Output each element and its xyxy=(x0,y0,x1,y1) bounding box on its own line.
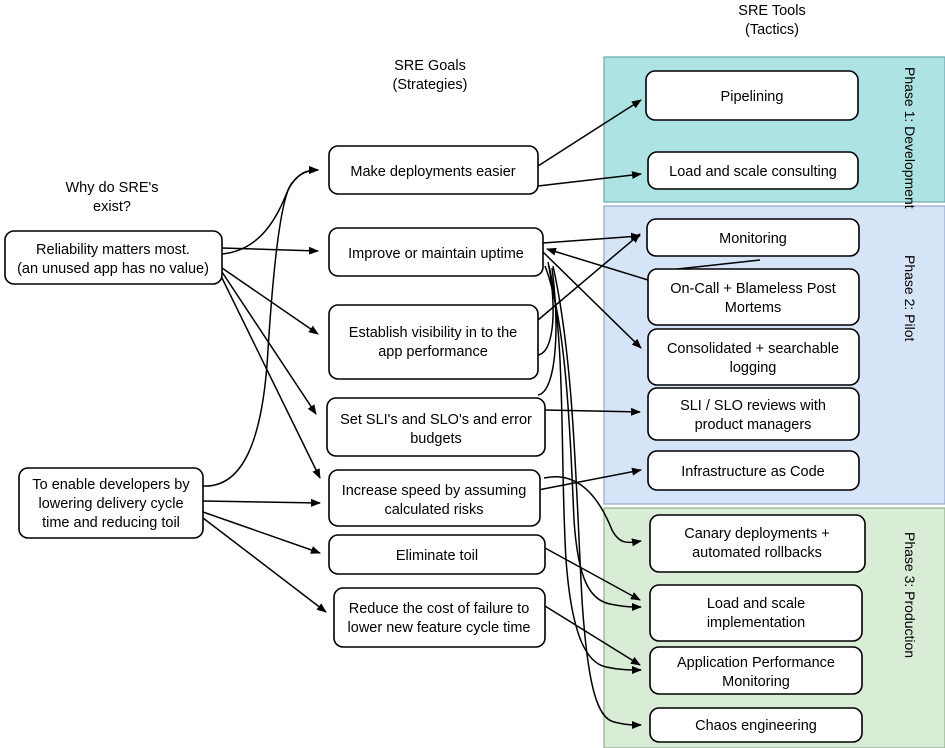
goal-speed[interactable]: Increase speed by assuming calculated ri… xyxy=(328,469,541,527)
tool-logging-line2: logging xyxy=(730,360,777,376)
goal-sli-slo-line2: budgets xyxy=(410,431,462,447)
edge-reliability-to-uptime xyxy=(221,246,319,255)
tool-iac[interactable]: Infrastructure as Code xyxy=(647,450,860,491)
tool-load-scale-impl-line1: Load and scale xyxy=(707,596,805,612)
goal-toil[interactable]: Eliminate toil xyxy=(328,534,546,575)
phase-3-label: Phase 3: Production xyxy=(902,532,918,658)
tool-sli-slo-reviews-line1: SLI / SLO reviews with xyxy=(680,398,826,414)
edge-deployments-to-pipelining xyxy=(537,99,642,167)
edge-toil-to-load-scale-impl xyxy=(544,547,641,601)
tool-monitoring-line1: Monitoring xyxy=(719,231,787,247)
edge-deployments-to-load-scale-consulting xyxy=(537,171,642,187)
driver-reliability-line1: Reliability matters most. xyxy=(36,242,190,258)
tool-sli-slo-reviews-line2: product managers xyxy=(695,417,812,433)
goal-boxes: Make deployments easier Improve or maint… xyxy=(326,145,546,648)
edge-uptime-to-chaos-curve xyxy=(552,265,642,729)
tools-title-line1: SRE Tools xyxy=(738,3,805,19)
driver-reliability[interactable]: Reliability matters most. (an unused app… xyxy=(4,230,223,285)
goal-cost-failure-line2: lower new feature cycle time xyxy=(348,620,531,636)
driver-developers-line2: lowering delivery cycle xyxy=(38,496,183,512)
tool-canary[interactable]: Canary deployments + automated rollbacks xyxy=(649,514,866,573)
edge-reliability-to-deployments xyxy=(221,166,319,255)
edge-oncall-to-uptime xyxy=(546,247,649,281)
goal-visibility-line1: Establish visibility in to the xyxy=(349,325,517,341)
goal-toil-line1: Eliminate toil xyxy=(396,548,478,564)
tool-canary-line2: automated rollbacks xyxy=(692,545,822,561)
phase-1-tools: Pipelining Load and scale consulting Pha… xyxy=(645,67,918,209)
tool-load-scale-consulting-line1: Load and scale consulting xyxy=(669,164,837,180)
goals-title-line2: (Strategies) xyxy=(393,77,468,93)
phase-1-label: Phase 1: Development xyxy=(902,67,918,209)
why-title-line2: exist? xyxy=(93,199,131,215)
goals-title-line1: SRE Goals xyxy=(394,58,466,74)
edge-uptime-to-apm-curve xyxy=(548,265,642,674)
tool-pipelining-line1: Pipelining xyxy=(721,89,784,105)
edge-developers-to-toil xyxy=(202,511,321,554)
tool-chaos[interactable]: Chaos engineering xyxy=(649,707,863,743)
driver-boxes: Reliability matters most. (an unused app… xyxy=(4,230,223,539)
goal-visibility[interactable]: Establish visibility in to the app perfo… xyxy=(328,304,539,380)
tool-canary-line1: Canary deployments + xyxy=(684,526,829,542)
goal-visibility-line2: app performance xyxy=(378,344,488,360)
why-title-line1: Why do SRE's xyxy=(65,180,158,196)
header-why: Why do SRE's exist? xyxy=(65,180,158,215)
connector-edges xyxy=(202,99,761,729)
tool-logging[interactable]: Consolidated + searchable logging xyxy=(647,328,860,386)
goal-sli-slo-line1: Set SLI's and SLO's and error xyxy=(340,412,532,428)
header-goals: SRE Goals (Strategies) xyxy=(393,58,468,93)
tool-chaos-line1: Chaos engineering xyxy=(695,718,817,734)
goal-cost-failure-line1: Reduce the cost of failure to xyxy=(349,601,530,617)
edge-developers-to-speed xyxy=(202,498,321,507)
header-tools: SRE Tools (Tactics) xyxy=(738,3,805,38)
driver-developers[interactable]: To enable developers by lowering deliver… xyxy=(18,467,204,539)
edge-reliability-to-visibility xyxy=(221,267,319,335)
phase-2-label: Phase 2: Pilot xyxy=(902,255,918,341)
edge-developers-to-cost-failure xyxy=(202,517,327,613)
edge-uptime-to-canary-curve xyxy=(544,265,642,611)
tool-apm[interactable]: Application Performance Monitoring xyxy=(649,646,863,695)
edge-speed-to-canary xyxy=(543,475,642,547)
goal-cost-failure[interactable]: Reduce the cost of failure to lower new … xyxy=(333,587,546,648)
tool-load-scale-consulting[interactable]: Load and scale consulting xyxy=(647,151,859,190)
driver-reliability-line2: (an unused app has no value) xyxy=(17,261,209,277)
tool-load-scale-impl-line2: implementation xyxy=(707,615,805,631)
goal-sli-slo[interactable]: Set SLI's and SLO's and error budgets xyxy=(326,397,546,457)
tool-monitoring[interactable]: Monitoring xyxy=(646,218,860,257)
edge-developers-to-deployments xyxy=(202,166,319,487)
goal-deployments[interactable]: Make deployments easier xyxy=(328,145,539,195)
tool-load-scale-impl[interactable]: Load and scale implementation xyxy=(649,584,863,642)
goal-speed-line2: calculated risks xyxy=(384,502,483,518)
edge-uptime-to-monitoring xyxy=(542,232,641,244)
edge-uptime-to-logging xyxy=(542,251,642,349)
tool-oncall-line2: Mortems xyxy=(725,300,781,316)
tool-apm-line2: Monitoring xyxy=(722,674,790,690)
tools-title-line2: (Tactics) xyxy=(745,22,799,38)
tool-sli-slo-reviews[interactable]: SLI / SLO reviews with product managers xyxy=(647,387,860,441)
tool-pipelining[interactable]: Pipelining xyxy=(645,70,859,121)
driver-developers-line1: To enable developers by xyxy=(32,477,190,493)
edge-sli-slo-goal-to-sli-slo-reviews xyxy=(544,407,641,416)
tool-logging-line1: Consolidated + searchable xyxy=(667,341,839,357)
tool-iac-line1: Infrastructure as Code xyxy=(681,464,824,480)
goal-speed-line1: Increase speed by assuming xyxy=(342,483,527,499)
tool-apm-line1: Application Performance xyxy=(677,655,835,671)
edge-reliability-to-speed xyxy=(221,277,321,479)
tool-oncall-line1: On-Call + Blameless Post xyxy=(670,281,836,297)
goal-uptime[interactable]: Improve or maintain uptime xyxy=(328,227,544,277)
edge-sli-goal-to-sli-reviews-curve xyxy=(537,267,557,396)
phase-3-tools: Canary deployments + automated rollbacks… xyxy=(649,514,918,743)
tool-oncall-postmortems[interactable]: On-Call + Blameless Post Mortems xyxy=(647,268,860,326)
edge-cost-failure-to-apm xyxy=(544,605,641,666)
goal-deployments-line1: Make deployments easier xyxy=(350,164,515,180)
goal-uptime-line1: Improve or maintain uptime xyxy=(348,246,524,262)
driver-developers-line3: time and reducing toil xyxy=(42,515,180,531)
phase-2-tools: Monitoring On-Call + Blameless Post Mort… xyxy=(646,218,918,491)
edge-speed-to-iac xyxy=(537,467,642,491)
